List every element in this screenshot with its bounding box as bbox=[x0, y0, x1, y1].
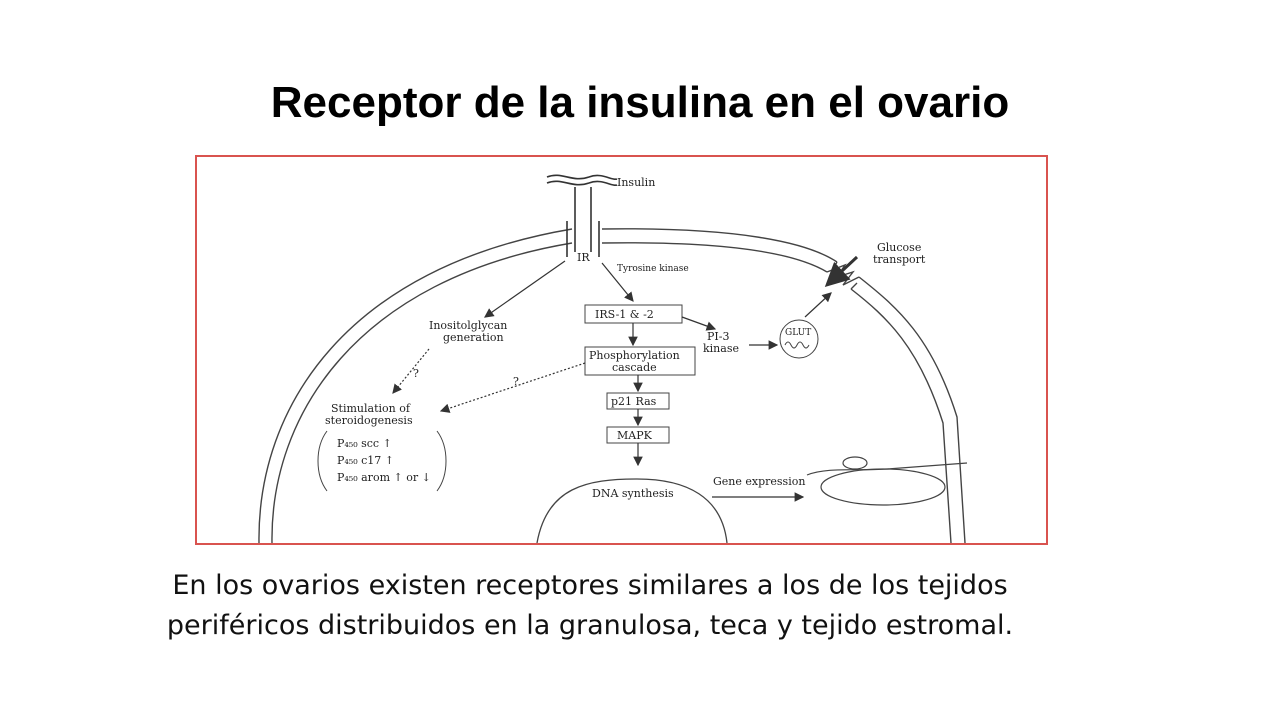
pi3-label-1: PI-3 bbox=[707, 330, 729, 343]
insulin-receptor bbox=[546, 174, 618, 257]
pathway-arrows bbox=[392, 255, 859, 502]
stimulation-label-2: steroidogenesis bbox=[325, 414, 413, 427]
inositolglycan-label-2: generation bbox=[443, 331, 504, 344]
glut-transporter: GLUT bbox=[779, 319, 819, 359]
phosphorylation-label-1: Phosphorylation bbox=[589, 349, 680, 362]
inositolglycan-label-1: Inositolglycan bbox=[429, 319, 507, 332]
slide-title: Receptor de la insulina en el ovario bbox=[270, 78, 1010, 127]
right-bracket bbox=[436, 430, 447, 492]
insulin-label: Insulin bbox=[617, 176, 655, 189]
caption-line-2: periféricos distribuidos en la granulosa… bbox=[166, 610, 1014, 641]
left-bracket bbox=[317, 430, 328, 492]
mapk-box: MAPK bbox=[606, 426, 670, 444]
p450-arom-label: P₄₅₀ arom ↑ or ↓ bbox=[337, 471, 431, 484]
ir-label: IR bbox=[577, 251, 590, 264]
dna-synthesis-label: DNA synthesis bbox=[592, 487, 674, 500]
tyrosine-kinase-label: Tyrosine kinase bbox=[617, 264, 689, 274]
irs-label: IRS-1 & -2 bbox=[595, 308, 654, 321]
phosphorylation-label-2: cascade bbox=[612, 361, 657, 374]
pi3-label-2: kinase bbox=[703, 342, 739, 355]
glut-label: GLUT bbox=[785, 328, 811, 338]
p21ras-box: p21 Ras bbox=[606, 392, 670, 410]
diagram-frame: Insulin IR Tyrosine kinase Glucose trans… bbox=[195, 155, 1048, 545]
organelle bbox=[806, 456, 968, 506]
p450-scc-label: P₄₅₀ scc ↑ bbox=[337, 437, 392, 450]
glucose-transport-label-1: Glucose bbox=[877, 241, 921, 254]
nucleus-outline bbox=[536, 478, 728, 543]
question-mark-2: ? bbox=[513, 375, 519, 388]
phosphorylation-box: Phosphorylation cascade bbox=[584, 346, 696, 376]
gene-expression-label: Gene expression bbox=[713, 475, 805, 488]
glucose-transport-label-2: transport bbox=[873, 253, 926, 266]
cell-membrane bbox=[258, 228, 966, 543]
p450-c17-label: P₄₅₀ c17 ↑ bbox=[337, 454, 394, 467]
stimulation-label-1: Stimulation of bbox=[331, 402, 411, 415]
caption-line-1: En los ovarios existen receptores simila… bbox=[172, 570, 1008, 601]
p21ras-label: p21 Ras bbox=[611, 395, 657, 408]
mapk-label: MAPK bbox=[617, 429, 653, 442]
irs-box: IRS-1 & -2 bbox=[584, 304, 683, 324]
insulin-signaling-diagram: Insulin IR Tyrosine kinase Glucose trans… bbox=[258, 174, 968, 543]
question-mark-1: ? bbox=[413, 367, 419, 380]
